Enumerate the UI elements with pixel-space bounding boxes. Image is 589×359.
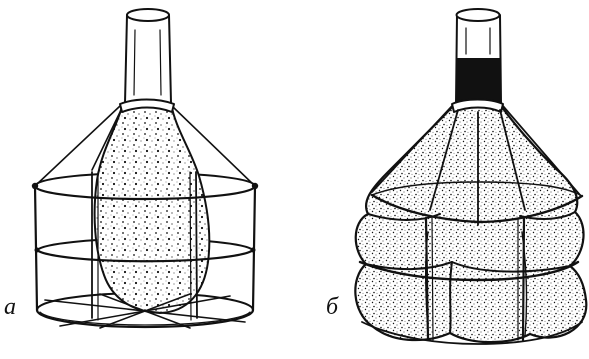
- balloon-b: [355, 104, 586, 342]
- tube-b: [456, 9, 501, 103]
- tube-a: [125, 9, 171, 103]
- panel-label-a: а: [4, 295, 16, 319]
- panel-b-illustration: [355, 9, 586, 344]
- liquid-column-b: [457, 58, 500, 103]
- panel-a-illustration: [32, 9, 258, 328]
- balloon-a: [95, 103, 210, 313]
- panel-label-b: б: [326, 295, 338, 319]
